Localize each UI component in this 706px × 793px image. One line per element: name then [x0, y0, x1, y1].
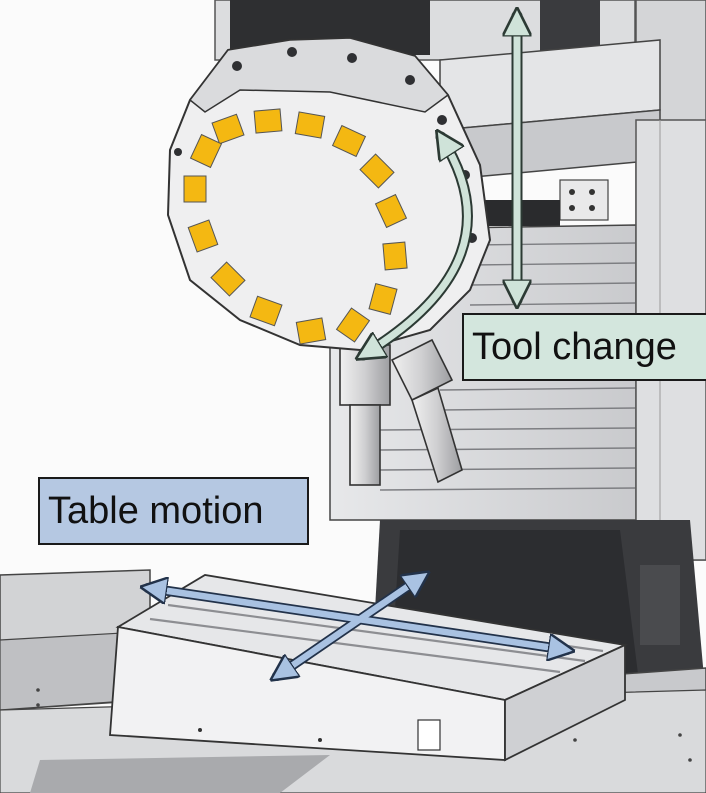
tool-change-label: Tool change: [462, 313, 706, 381]
table-motion-arrows: [148, 576, 567, 676]
table-motion-label: Table motion: [38, 477, 309, 545]
tool-change-arrows: [363, 16, 517, 355]
machine-column: [214, 0, 706, 561]
